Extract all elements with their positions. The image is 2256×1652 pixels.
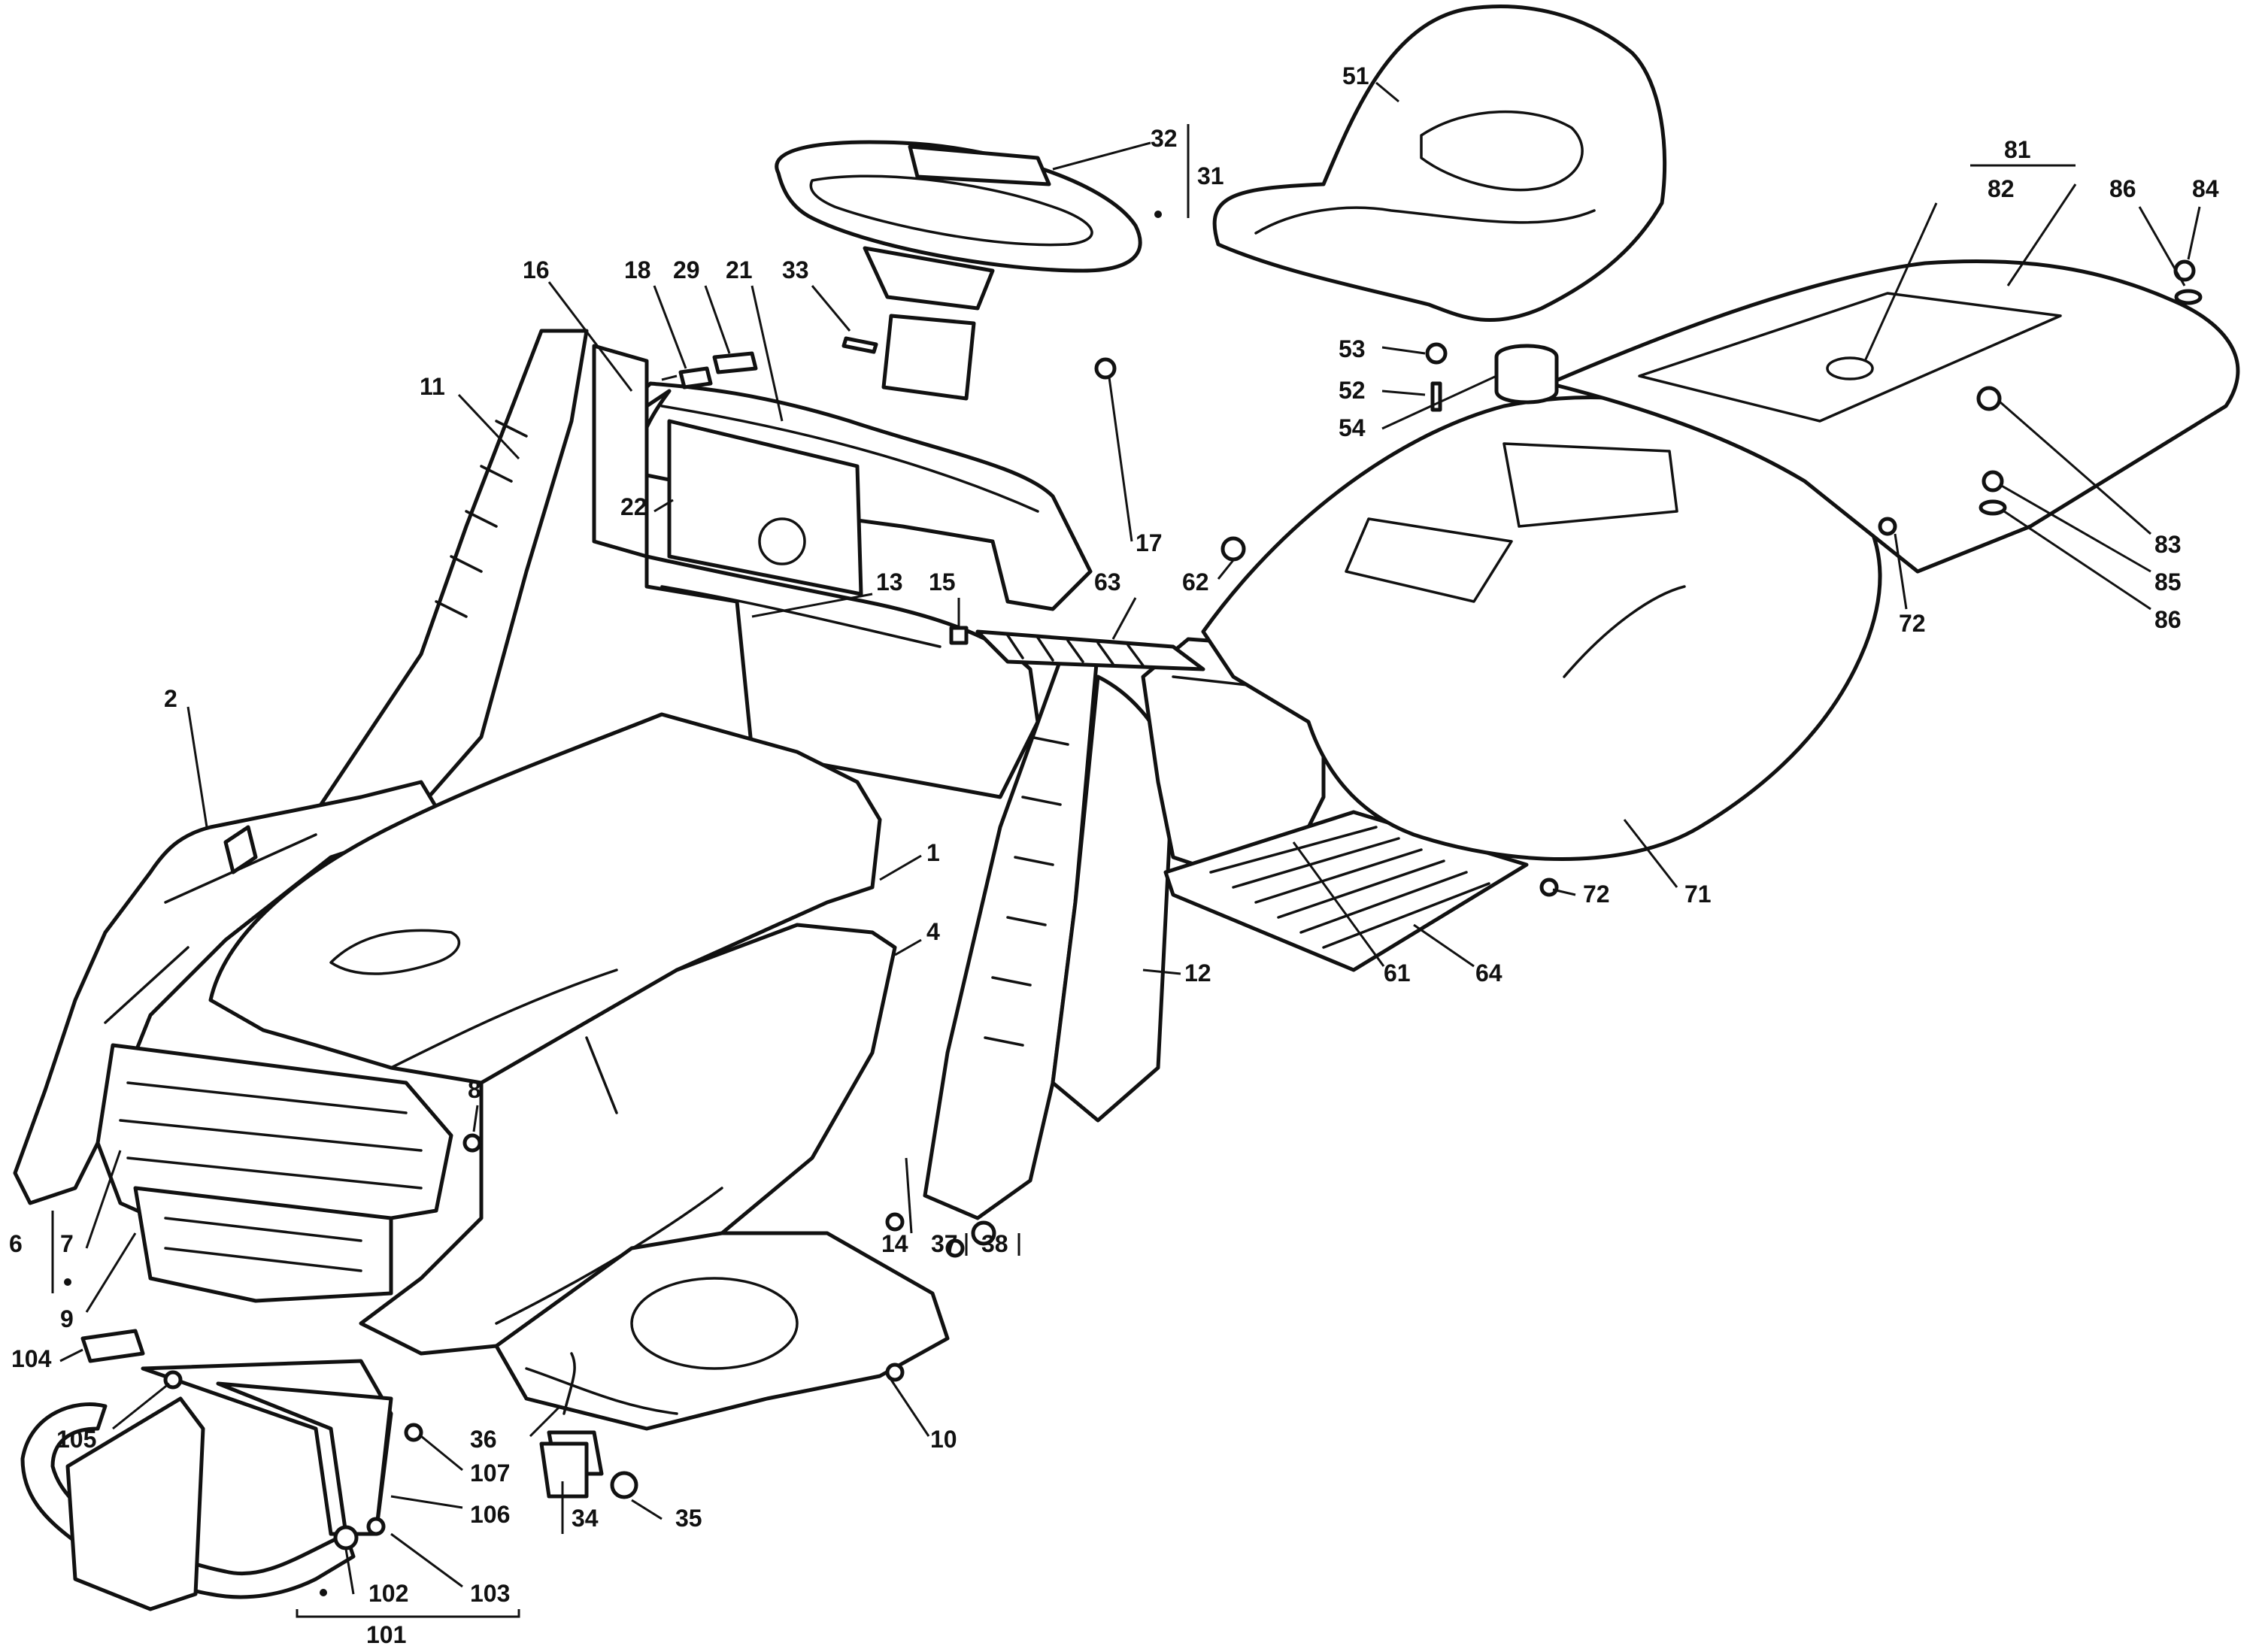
rear-fender	[1201, 396, 1882, 861]
callout-11: 11	[420, 373, 445, 400]
callout-33: 33	[782, 256, 809, 283]
callout-22: 22	[620, 493, 647, 520]
callout-34: 34	[572, 1505, 599, 1532]
callout-63: 63	[1094, 568, 1121, 596]
callout-64: 64	[1475, 959, 1502, 987]
bottom-tray	[494, 1231, 950, 1431]
callout-107: 107	[470, 1460, 510, 1487]
grille	[96, 1043, 453, 1303]
seat	[1212, 5, 1667, 323]
callout-37: 37	[931, 1230, 958, 1257]
callout-86: 86	[2109, 175, 2136, 202]
callout-12: 12	[1184, 959, 1211, 987]
callout-15: 15	[929, 568, 956, 596]
callout-103: 103	[470, 1580, 510, 1607]
callout-52: 52	[1339, 377, 1366, 404]
callout-61: 61	[1384, 959, 1411, 987]
callout-105: 105	[56, 1426, 96, 1453]
crossmember	[644, 554, 1040, 799]
callout-81: 81	[2004, 136, 2031, 163]
dashboard	[592, 381, 1093, 611]
callout-17: 17	[1136, 529, 1163, 556]
callout-85: 85	[2154, 568, 2182, 596]
bushing	[1494, 344, 1559, 405]
callout-86b: 86	[2154, 606, 2182, 633]
pin	[841, 336, 878, 354]
callout-32: 32	[1151, 125, 1178, 152]
callout-35: 35	[675, 1505, 702, 1532]
callout-51: 51	[1342, 62, 1369, 89]
callout-16: 16	[523, 256, 550, 283]
callout-18: 18	[624, 256, 651, 283]
callout-101: 101	[366, 1621, 406, 1648]
callout-4: 4	[926, 918, 940, 945]
callout-7: 7	[60, 1230, 74, 1257]
callout-83: 83	[2154, 531, 2182, 558]
callout-36: 36	[470, 1426, 497, 1453]
callout-13: 13	[876, 568, 903, 596]
side-panel-right	[923, 637, 1175, 1220]
rear-cover	[1547, 259, 2240, 574]
callout-21: 21	[726, 256, 753, 283]
rubber-strip-top	[975, 629, 1205, 671]
callout-31: 31	[1197, 162, 1224, 189]
footrest-mat	[1163, 810, 1529, 972]
callouts: 51 32 31 81 82 86 84 16 18 29 21 33 11 5…	[9, 62, 2219, 1648]
front-bumper	[20, 1359, 393, 1611]
callout-84: 84	[2192, 175, 2219, 202]
callout-71: 71	[1684, 881, 1712, 908]
callout-104: 104	[11, 1345, 52, 1372]
callout-29: 29	[673, 256, 700, 283]
callout-10: 10	[930, 1426, 957, 1453]
callout-106: 106	[470, 1501, 510, 1528]
hood	[208, 712, 882, 1085]
callout-1: 1	[926, 839, 940, 866]
callout-8: 8	[468, 1076, 481, 1103]
fasteners	[80, 259, 2203, 1550]
callout-2: 2	[164, 685, 177, 712]
lever	[712, 351, 758, 374]
callout-82: 82	[1988, 175, 2015, 202]
steering-wheel	[775, 140, 1142, 401]
knob	[678, 366, 713, 390]
callout-72b: 72	[1583, 881, 1610, 908]
callout-102: 102	[368, 1580, 408, 1607]
callout-53: 53	[1339, 335, 1366, 362]
callout-72a: 72	[1899, 610, 1926, 637]
callout-6: 6	[9, 1230, 23, 1257]
callout-38: 38	[981, 1230, 1008, 1257]
callout-54: 54	[1339, 414, 1366, 441]
callout-14: 14	[881, 1230, 908, 1257]
callout-9: 9	[60, 1305, 74, 1332]
callout-62: 62	[1182, 568, 1209, 596]
